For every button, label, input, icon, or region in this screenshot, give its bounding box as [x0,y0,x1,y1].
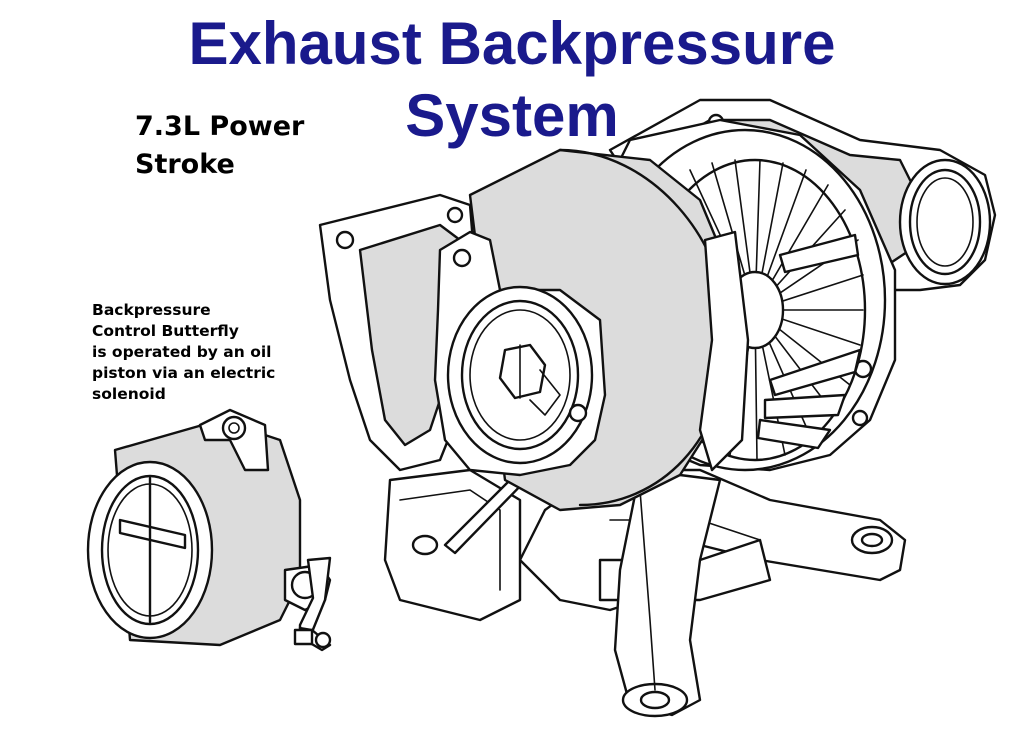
diagram-title: Exhaust Backpressure System [0,8,1024,152]
caption-line-3: is operated by an oil [92,343,272,361]
butterfly-valve-illustration [86,408,332,652]
title-line-1: Exhaust Backpressure [188,10,836,77]
caption-line-4: piston via an electric [92,364,276,382]
caption-line-5: solenoid [92,385,166,403]
engine-label: 7.3L Power Stroke [135,108,304,184]
butterfly-actuator-lever [283,556,332,652]
caption-line-1: Backpressure [92,301,211,319]
turbocharger-illustration [318,98,997,718]
engine-label-line-2: Stroke [135,149,235,180]
butterfly-caption: Backpressure Control Butterfly is operat… [92,300,275,405]
title-line-2: System [405,82,619,149]
turbo-pedestal [383,459,907,718]
caption-line-2: Control Butterfly [92,322,239,340]
turbine-outlet-flange [433,230,607,477]
engine-label-line-1: 7.3L Power [135,111,305,142]
